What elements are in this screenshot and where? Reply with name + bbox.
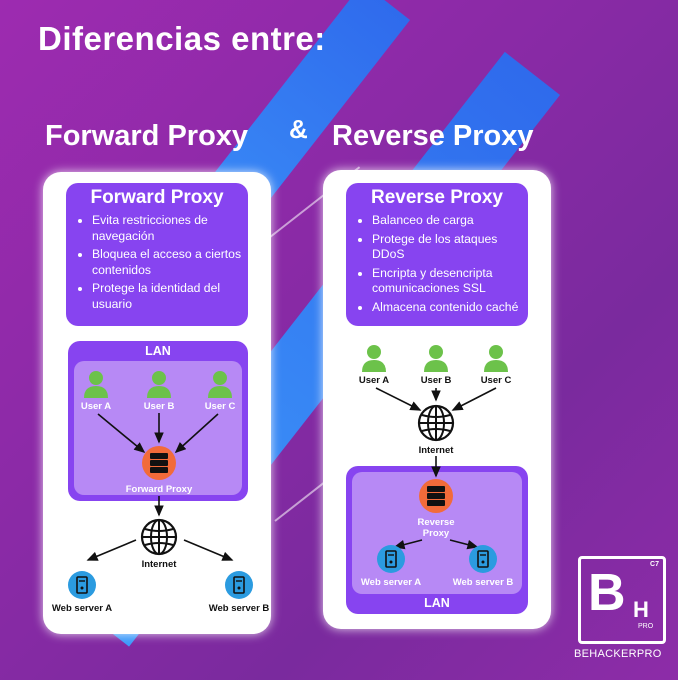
forward-user-c: User C bbox=[200, 370, 240, 412]
forward-heading: Forward Proxy bbox=[45, 120, 249, 152]
reverse-features-list: Balanceo de carga Protege de los ataques… bbox=[346, 213, 528, 315]
forward-lan-label: LAN bbox=[145, 344, 171, 358]
arrow-user-c-to-internet bbox=[451, 387, 497, 411]
server-label: Web server A bbox=[51, 603, 113, 614]
forward-user-a: User A bbox=[76, 370, 116, 412]
logo-h: H bbox=[633, 597, 649, 622]
forward-internet: Internet bbox=[136, 518, 182, 570]
logo-b: B bbox=[588, 564, 626, 622]
reverse-features-title: Reverse Proxy bbox=[370, 187, 504, 208]
web-server-icon bbox=[377, 545, 405, 573]
user-label: User B bbox=[143, 401, 175, 412]
user-icon bbox=[362, 345, 386, 372]
proxy-label: Forward Proxy bbox=[125, 484, 193, 495]
user-label: User C bbox=[480, 375, 512, 386]
reverse-user-a: User A bbox=[354, 344, 394, 386]
arrow-user-c-to-proxy bbox=[174, 413, 219, 454]
forward-features-list: Evita restricciones de navegación Bloque… bbox=[66, 213, 248, 312]
forward-user-b: User B bbox=[139, 370, 179, 412]
arrow-internet-to-server-a bbox=[86, 539, 137, 561]
user-label: User A bbox=[80, 401, 112, 412]
arrow-proxy-to-server-b bbox=[449, 539, 479, 550]
server-label: Web server A bbox=[360, 577, 422, 588]
proxy-label-line1: Reverse bbox=[417, 517, 455, 528]
server-label: Web server B bbox=[208, 603, 270, 614]
logo-c7: C7 bbox=[650, 561, 659, 568]
list-item: Balanceo de carga bbox=[372, 213, 528, 229]
reverse-heading: Reverse Proxy bbox=[332, 120, 534, 152]
user-icon bbox=[208, 371, 232, 398]
arrow-user-a-to-proxy bbox=[97, 413, 146, 454]
forward-features-panel: Forward Proxy Evita restricciones de nav… bbox=[66, 183, 248, 326]
server-stack-icon bbox=[419, 479, 453, 513]
user-label: User C bbox=[204, 401, 236, 412]
globe-icon bbox=[417, 404, 455, 442]
user-icon bbox=[84, 371, 108, 398]
internet-label: Internet bbox=[141, 559, 177, 570]
user-icon bbox=[147, 371, 171, 398]
arrow-internet-to-server-b bbox=[183, 539, 234, 561]
user-icon bbox=[484, 345, 508, 372]
web-server-icon bbox=[469, 545, 497, 573]
globe-icon bbox=[140, 518, 178, 556]
brand-name: BEHACKERPRO bbox=[574, 648, 662, 660]
list-item: Protege la identidad del usuario bbox=[92, 281, 248, 312]
user-label: User A bbox=[358, 375, 390, 386]
page-title: Diferencias entre: bbox=[38, 20, 326, 57]
list-item: Almacena contenido caché bbox=[372, 300, 528, 316]
user-label: User B bbox=[420, 375, 452, 386]
forward-features-title: Forward Proxy bbox=[90, 187, 224, 208]
forward-web-server-a: Web server A bbox=[49, 570, 115, 614]
forward-proxy-server: Forward Proxy bbox=[114, 445, 204, 495]
reverse-lan-box: LAN bbox=[346, 466, 528, 614]
internet-label: Internet bbox=[418, 445, 454, 456]
logo-pro: PRO bbox=[638, 623, 654, 630]
reverse-internet: Internet bbox=[413, 404, 459, 456]
reverse-user-c: User C bbox=[476, 344, 516, 386]
ampersand: & bbox=[289, 114, 308, 144]
reverse-features-panel: Reverse Proxy Balanceo de carga Protege … bbox=[346, 183, 528, 326]
list-item: Encripta y desencripta comunicaciones SS… bbox=[372, 266, 528, 297]
behackerpro-logo: C7 B H PRO bbox=[578, 556, 666, 644]
server-stack-icon bbox=[142, 446, 176, 480]
web-server-icon bbox=[225, 571, 253, 599]
list-item: Bloquea el acceso a ciertos contenidos bbox=[92, 247, 248, 278]
list-item: Evita restricciones de navegación bbox=[92, 213, 248, 244]
server-label: Web server B bbox=[452, 577, 514, 588]
reverse-lan-label: LAN bbox=[424, 596, 450, 610]
proxy-label-line2: Proxy bbox=[422, 528, 450, 539]
reverse-proxy-server: Reverse Proxy bbox=[408, 478, 464, 539]
reverse-web-server-b: Web server B bbox=[450, 544, 516, 588]
user-icon bbox=[424, 345, 448, 372]
list-item: Protege de los ataques DDoS bbox=[372, 232, 528, 263]
forward-web-server-b: Web server B bbox=[206, 570, 272, 614]
arrow-user-a-to-internet bbox=[375, 387, 422, 411]
reverse-user-b: User B bbox=[416, 344, 456, 386]
web-server-icon bbox=[68, 571, 96, 599]
arrow-proxy-to-server-a bbox=[393, 539, 423, 550]
reverse-web-server-a: Web server A bbox=[358, 544, 424, 588]
